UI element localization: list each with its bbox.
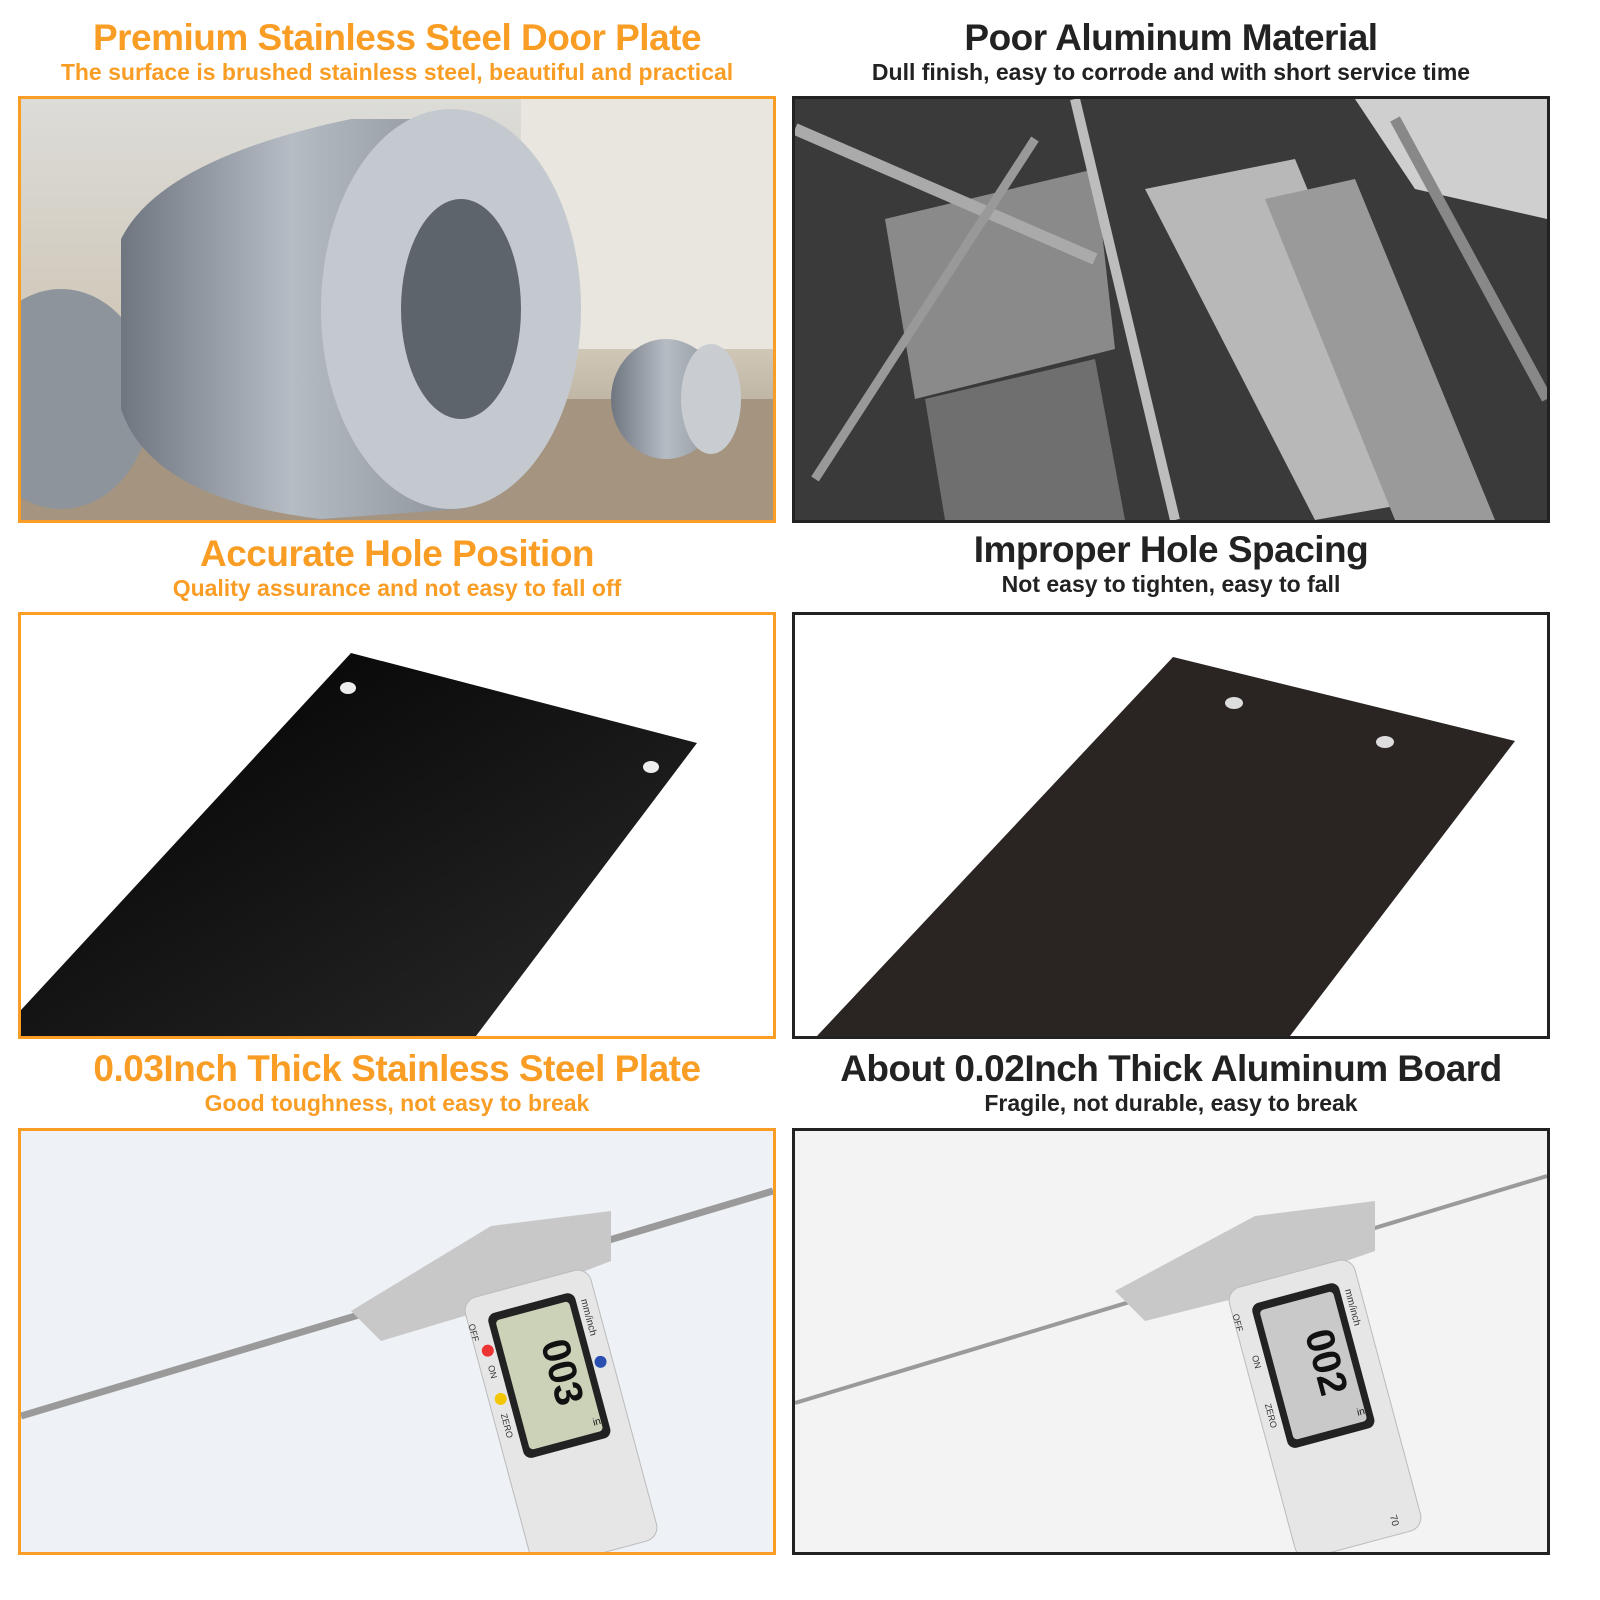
- heading-title: Accurate Hole Position: [199, 533, 595, 574]
- caliper-unit: in: [592, 1416, 602, 1429]
- svg-text:70: 70: [1387, 1514, 1401, 1528]
- heading-subtitle: Dull finish, easy to corrode and with sh…: [871, 59, 1471, 85]
- svg-text:OFF: OFF: [467, 1323, 481, 1343]
- heading-subtitle: Not easy to tighten, easy to fall: [1001, 571, 1341, 597]
- heading-subtitle: Quality assurance and not easy to fall o…: [172, 575, 622, 601]
- mounting-hole: [1376, 736, 1394, 748]
- heading-title: Premium Stainless Steel Door Plate: [92, 17, 702, 58]
- svg-text:ON: ON: [486, 1364, 499, 1380]
- aluminum-scrap-image: [792, 96, 1550, 523]
- svg-text:OFF: OFF: [1231, 1313, 1245, 1333]
- heading-title: Improper Hole Spacing: [973, 529, 1369, 570]
- heading-subtitle: Good toughness, not easy to break: [204, 1090, 590, 1116]
- steel-caliper-image: 003 in mm/inch OFF ON ZERO: [18, 1128, 776, 1555]
- mounting-hole: [1225, 697, 1243, 709]
- aluminum-caliper-image: 002 in mm/inch OFF ON ZERO 70: [792, 1128, 1550, 1555]
- steel-thickness-heading: 0.03Inch Thick Stainless Steel Plate Goo…: [18, 1049, 776, 1117]
- heading-subtitle: The surface is brushed stainless steel, …: [60, 59, 734, 85]
- mounting-hole: [340, 682, 356, 694]
- hole-position-heading: Accurate Hole Position Quality assurance…: [18, 534, 776, 602]
- black-aluminum-board-image: [792, 612, 1550, 1039]
- aluminum-material-heading: Poor Aluminum Material Dull finish, easy…: [792, 18, 1550, 86]
- heading-title: 0.03Inch Thick Stainless Steel Plate: [93, 1048, 701, 1089]
- caliper-unit: in: [1356, 1406, 1366, 1419]
- hole-spacing-heading: Improper Hole Spacing Not easy to tighte…: [792, 530, 1550, 598]
- heading-title: About 0.02Inch Thick Aluminum Board: [840, 1048, 1502, 1089]
- black-steel-plate-image: [18, 612, 776, 1039]
- heading-title: Poor Aluminum Material: [964, 17, 1378, 58]
- mounting-hole: [643, 761, 659, 773]
- svg-text:ON: ON: [1250, 1354, 1263, 1370]
- heading-subtitle: Fragile, not durable, easy to break: [984, 1090, 1358, 1116]
- aluminum-thickness-heading: About 0.02Inch Thick Aluminum Board Frag…: [792, 1049, 1550, 1117]
- steel-coil-image: [18, 96, 776, 523]
- steel-material-heading: Premium Stainless Steel Door Plate The s…: [18, 18, 776, 86]
